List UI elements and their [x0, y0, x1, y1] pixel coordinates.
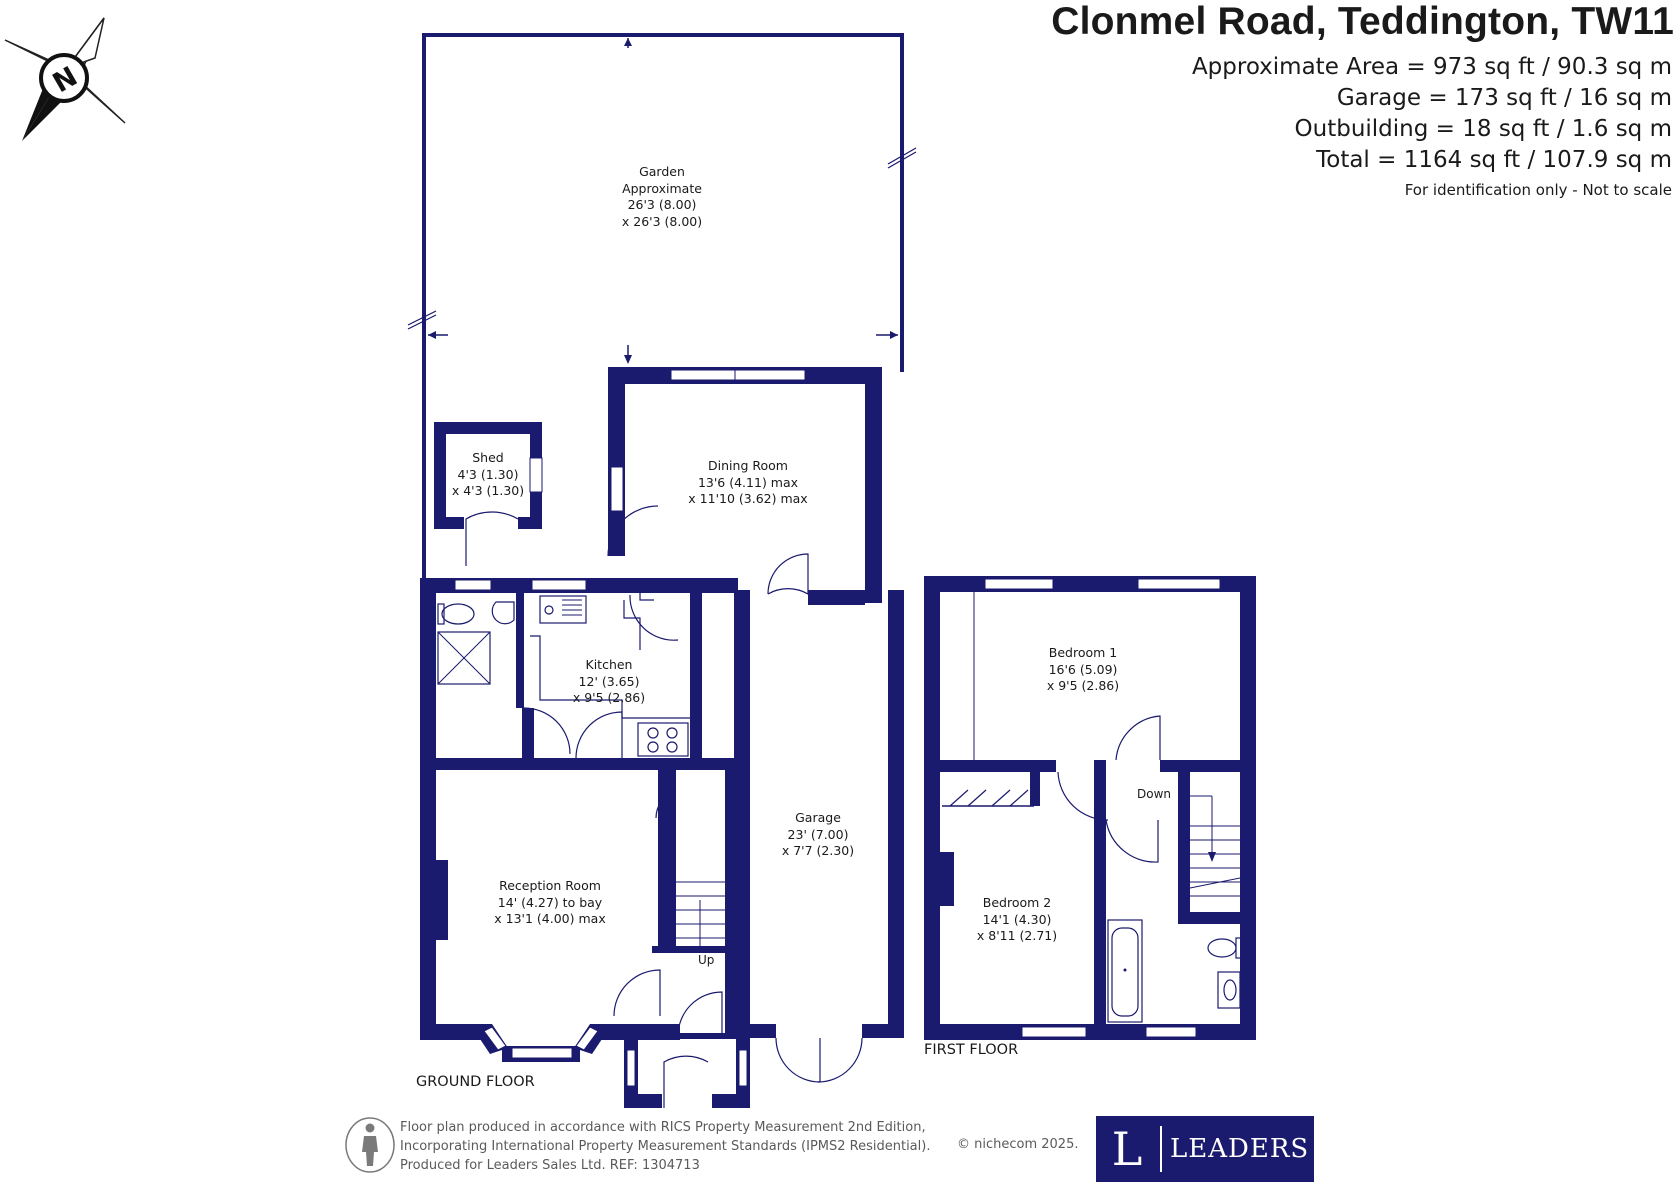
north-compass-icon: N — [4, 17, 126, 141]
shed-outline — [434, 422, 543, 566]
stairs-down-label: Down — [1137, 787, 1172, 801]
room-dimension: x 8'11 (2.71) — [976, 928, 1058, 943]
room-label-bedroom-1: Bedroom 1 16'6 (5.09) x 9'5 (2.86) — [1047, 645, 1119, 695]
room-dimension: 16'6 (5.09) — [1048, 661, 1118, 677]
person-icon — [345, 1117, 395, 1173]
footer-line: Produced for Leaders Sales Ltd. REF: 130… — [400, 1158, 700, 1173]
stairs-up-label: Up — [698, 953, 715, 967]
room-label-garden: Garden Approximate 26'3 (8.00) x 26'3 (8… — [622, 164, 702, 230]
room-dimension: 4'3 (1.30) — [457, 466, 519, 482]
room-name: Bedroom 2 — [982, 895, 1052, 910]
footer-line: Floor plan produced in accordance with R… — [400, 1120, 926, 1135]
logo-letter: L — [1111, 1122, 1143, 1176]
area-line-approx: Approximate Area = 973 sq ft / 90.3 sq m — [1191, 54, 1672, 80]
room-name: Garage — [795, 810, 841, 825]
footer-line: Incorporating International Property Mea… — [400, 1139, 931, 1154]
logo-divider — [1160, 1126, 1162, 1172]
area-line-outbuilding: Outbuilding = 18 sq ft / 1.6 sq m — [1294, 116, 1672, 142]
leaders-logo: L LEADERS — [1096, 1116, 1314, 1182]
property-title: Clonmel Road, Teddington, TW11 — [1051, 0, 1674, 43]
first-floor-label: FIRST FLOOR — [924, 1042, 1019, 1058]
room-dimension: x 13'1 (4.00) max — [494, 911, 606, 926]
room-dimension: 12' (3.65) — [578, 673, 640, 689]
room-dimension: x 4'3 (1.30) — [451, 483, 525, 498]
ground-floor-label: GROUND FLOOR — [416, 1074, 535, 1090]
area-summary: Approximate Area = 973 sq ft / 90.3 sq m… — [1192, 52, 1672, 202]
room-dimension: x 9'5 (2.86) — [1046, 678, 1120, 693]
room-name: Bedroom 1 — [1048, 645, 1118, 660]
copyright-text: © nichecom 2025. — [957, 1137, 1079, 1152]
room-dimension: 14'1 (4.30) — [982, 911, 1052, 927]
room-dimension: x 9'5 (2.86) — [572, 690, 646, 705]
room-dimension: x 26'3 (8.00) — [621, 213, 703, 229]
room-dimension: 26'3 (8.00) — [627, 197, 697, 212]
logo-name: LEADERS — [1170, 1134, 1310, 1164]
room-dimension: x 11'10 (3.62) max — [688, 491, 808, 506]
room-note: Approximate — [622, 180, 702, 196]
footer-disclaimer: Floor plan produced in accordance with R… — [400, 1118, 930, 1175]
area-line-garage: Garage = 173 sq ft / 16 sq m — [1336, 85, 1672, 111]
room-label-bedroom-2: Bedroom 2 14'1 (4.30) x 8'11 (2.71) — [977, 895, 1057, 945]
ground-floor-walls — [420, 367, 904, 1108]
room-dimension: x 7'7 (2.30) — [781, 843, 855, 858]
scale-note: For identification only - Not to scale — [1404, 181, 1672, 199]
room-dimension: 14' (4.27) to bay — [497, 894, 603, 910]
room-name: Shed — [472, 450, 504, 465]
area-line-total: Total = 1164 sq ft / 107.9 sq m — [1316, 147, 1672, 173]
garden-boundary — [407, 33, 917, 581]
first-floor-walls — [924, 576, 1256, 1040]
room-name: Garden — [639, 164, 685, 179]
room-name: Kitchen — [585, 657, 633, 672]
room-dimension: 23' (7.00) — [787, 826, 849, 842]
room-label-reception: Reception Room 14' (4.27) to bay x 13'1 … — [494, 878, 605, 928]
room-dimension: 13'6 (4.11) max — [697, 474, 799, 490]
room-label-kitchen: Kitchen 12' (3.65) x 9'5 (2.86) — [573, 657, 645, 707]
room-name: Reception Room — [499, 878, 601, 893]
room-label-shed: Shed 4'3 (1.30) x 4'3 (1.30) — [452, 450, 524, 500]
room-label-dining: Dining Room 13'6 (4.11) max x 11'10 (3.6… — [688, 458, 807, 508]
room-name: Dining Room — [708, 458, 788, 473]
room-label-garage: Garage 23' (7.00) x 7'7 (2.30) — [782, 810, 854, 860]
